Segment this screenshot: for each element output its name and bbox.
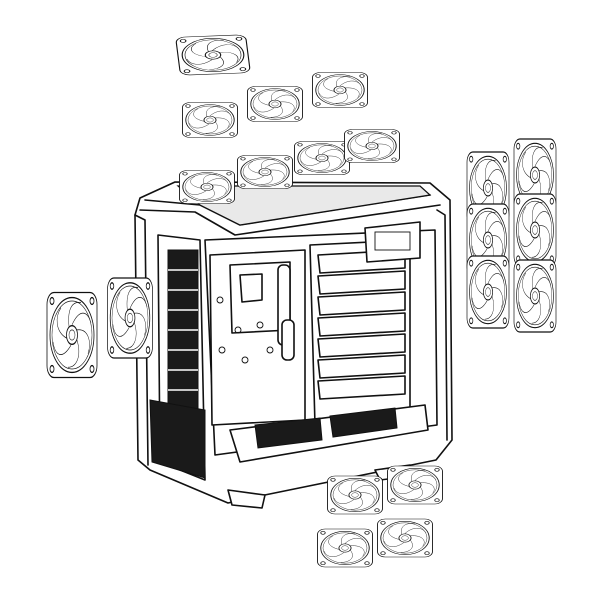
fan-right-6: [513, 259, 557, 333]
fan-bottom-4: [377, 518, 433, 558]
pc-case: [134, 181, 453, 509]
fan-upper-2: [247, 86, 303, 122]
fan-front-left-inner: [106, 277, 154, 359]
fan-lower-3: [294, 141, 350, 175]
fan-bottom-1: [327, 475, 383, 515]
fan-group-bottom: [317, 465, 443, 568]
fan-upper-3: [312, 72, 368, 108]
fan-upper-1: [182, 102, 238, 138]
fan-grid-right: [466, 138, 557, 333]
fan-top-large: [175, 34, 251, 76]
fan-bottom-2: [387, 465, 443, 505]
fan-lower-4: [344, 129, 400, 163]
fan-lower-1: [179, 170, 235, 204]
fan-bottom-3: [317, 528, 373, 568]
fan-right-5: [466, 255, 510, 329]
fan-front-left-outer: [46, 291, 98, 379]
fan-right-4: [513, 193, 557, 267]
fan-lower-2: [237, 155, 293, 189]
fan-row-upper: [182, 72, 368, 138]
drive-bays: [317, 249, 406, 400]
